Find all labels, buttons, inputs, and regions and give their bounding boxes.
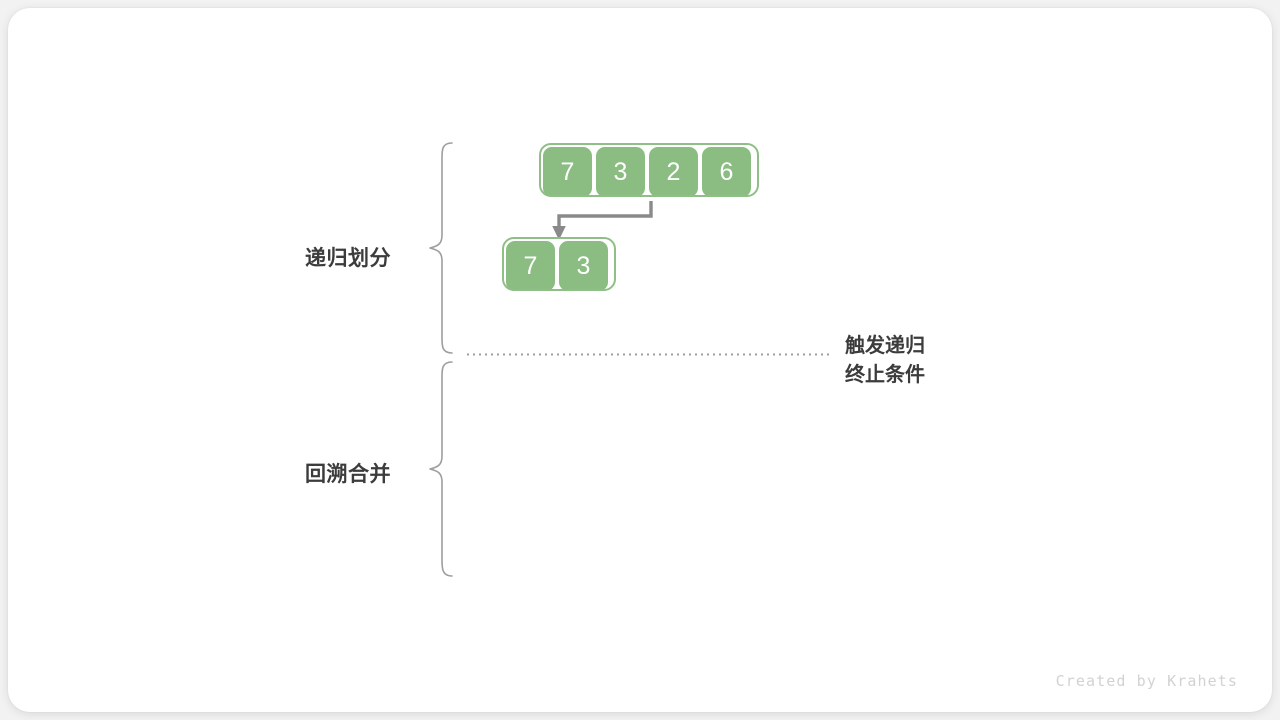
- array-cell[interactable]: 3: [594, 145, 647, 199]
- array-cell[interactable]: 2: [647, 145, 700, 199]
- diagram-card: 7 3 2 6 7 3 递归划分 回溯合并 触发递归 终止条件 Created …: [8, 8, 1272, 712]
- left-subarray: 7 3: [502, 237, 612, 295]
- array-cell[interactable]: 6: [700, 145, 753, 199]
- split-arrow-icon: [557, 197, 653, 228]
- section-label-merge: 回溯合并: [305, 463, 391, 486]
- watermark-credit: Created by Krahets: [1055, 672, 1238, 690]
- termination-note-line-2: 终止条件: [845, 364, 925, 386]
- array-cell[interactable]: 7: [541, 145, 594, 199]
- array-cell[interactable]: 7: [504, 239, 557, 293]
- diagram-vector-layer: [429, 142, 832, 577]
- section-label-divide: 递归划分: [305, 247, 391, 270]
- brace-divide-icon: [429, 142, 453, 354]
- brace-merge-icon: [429, 361, 453, 577]
- termination-condition-note: 触发递归 终止条件: [845, 332, 925, 390]
- array-cell[interactable]: 3: [557, 239, 610, 293]
- termination-note-line-1: 触发递归: [845, 335, 925, 357]
- root-array: 7 3 2 6: [539, 143, 755, 201]
